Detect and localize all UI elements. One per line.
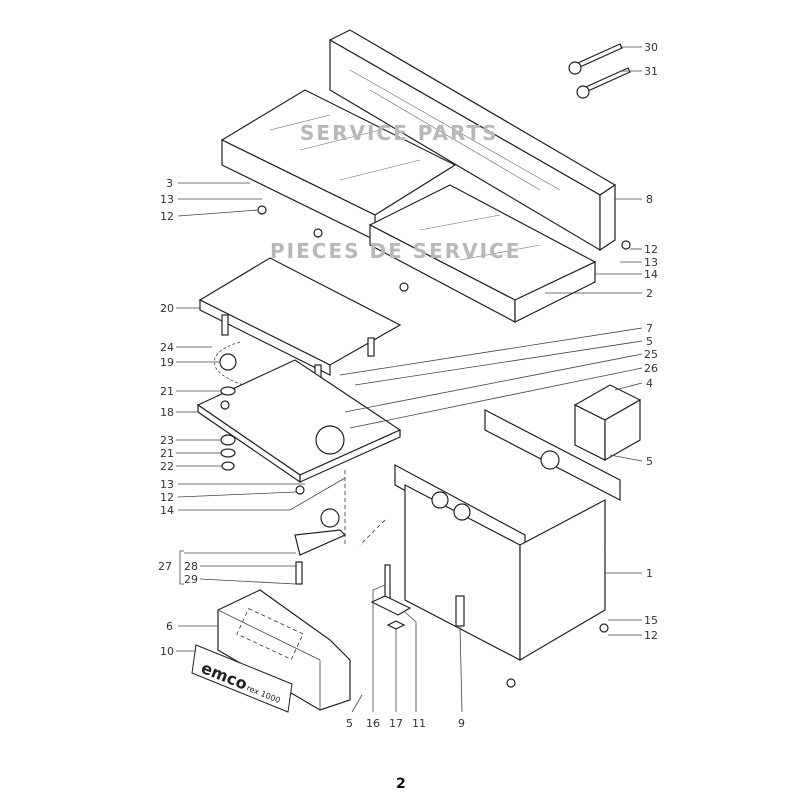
wing-nut-part-17 bbox=[386, 620, 406, 630]
callouts-bottom: 5 16 17 11 9 bbox=[346, 584, 465, 730]
base-plate-part-18 bbox=[196, 359, 402, 484]
callout-5c: 5 bbox=[346, 717, 353, 730]
callout-16: 16 bbox=[366, 717, 380, 730]
watermark-line-1: SERVICE PARTS bbox=[300, 121, 499, 145]
callout-18: 18 bbox=[160, 406, 174, 419]
callout-12d: 12 bbox=[644, 629, 658, 642]
callout-23: 23 bbox=[160, 434, 174, 447]
callout-30: 30 bbox=[644, 41, 658, 54]
callout-29: 29 bbox=[184, 573, 198, 586]
sprocket-icon bbox=[320, 508, 340, 528]
belt-guard-part-6 bbox=[217, 589, 351, 711]
callout-10: 10 bbox=[160, 645, 174, 658]
fence-part-8 bbox=[328, 29, 617, 252]
callout-13b: 13 bbox=[160, 478, 174, 491]
callout-8: 8 bbox=[646, 193, 653, 206]
page-number: 2 bbox=[396, 776, 406, 792]
callout-12c: 12 bbox=[644, 243, 658, 256]
frame-part-1 bbox=[394, 409, 621, 662]
callout-22: 22 bbox=[160, 460, 174, 473]
callout-1: 1 bbox=[646, 567, 653, 580]
callout-27: 27 bbox=[158, 560, 172, 573]
chain-part-24 bbox=[213, 341, 266, 398]
callout-2: 2 bbox=[646, 287, 653, 300]
clamp-part-11 bbox=[370, 595, 412, 616]
watermark-line-2: PIECES DE SERVICE bbox=[270, 239, 521, 263]
scale-part-9 bbox=[455, 595, 465, 627]
callout-7: 7 bbox=[646, 322, 653, 335]
callout-11: 11 bbox=[412, 717, 426, 730]
callout-6: 6 bbox=[166, 620, 173, 633]
callout-28: 28 bbox=[184, 560, 198, 573]
crank-part-27 bbox=[294, 529, 347, 556]
callout-13: 13 bbox=[160, 193, 174, 206]
callout-19: 19 bbox=[160, 356, 174, 369]
callout-12: 12 bbox=[160, 210, 174, 223]
callout-3: 3 bbox=[166, 177, 173, 190]
callout-21b: 21 bbox=[160, 447, 174, 460]
motor-cover-part-4 bbox=[573, 384, 642, 462]
callout-24: 24 bbox=[160, 341, 174, 354]
callout-31: 31 bbox=[644, 65, 658, 78]
callout-21: 21 bbox=[160, 385, 174, 398]
wrench-icon bbox=[568, 43, 631, 99]
callout-12b: 12 bbox=[160, 491, 174, 504]
screw-icon bbox=[257, 205, 631, 688]
callout-17: 17 bbox=[389, 717, 403, 730]
emco-logo-plate-part-10: emco rex 1000 bbox=[191, 644, 293, 713]
callout-20: 20 bbox=[160, 302, 174, 315]
callout-25: 25 bbox=[644, 348, 658, 361]
callouts-left: 3 13 12 20 24 19 21 18 23 21 22 13 12 14… bbox=[158, 177, 346, 658]
callout-5: 5 bbox=[646, 335, 653, 348]
outfeed-table-part-2 bbox=[368, 184, 597, 323]
handle-part-28 bbox=[295, 561, 303, 585]
callout-13c: 13 bbox=[644, 256, 658, 269]
callout-14: 14 bbox=[160, 504, 174, 517]
callout-4: 4 bbox=[646, 377, 653, 390]
callouts-right: 30 31 8 12 13 14 2 7 5 25 26 4 5 1 15 12 bbox=[339, 41, 658, 642]
infeed-table-part-3 bbox=[220, 89, 457, 241]
callout-14b: 14 bbox=[644, 268, 658, 281]
callout-15: 15 bbox=[644, 614, 658, 627]
callout-5b: 5 bbox=[646, 455, 653, 468]
callout-9: 9 bbox=[458, 717, 465, 730]
callout-26: 26 bbox=[644, 362, 658, 375]
